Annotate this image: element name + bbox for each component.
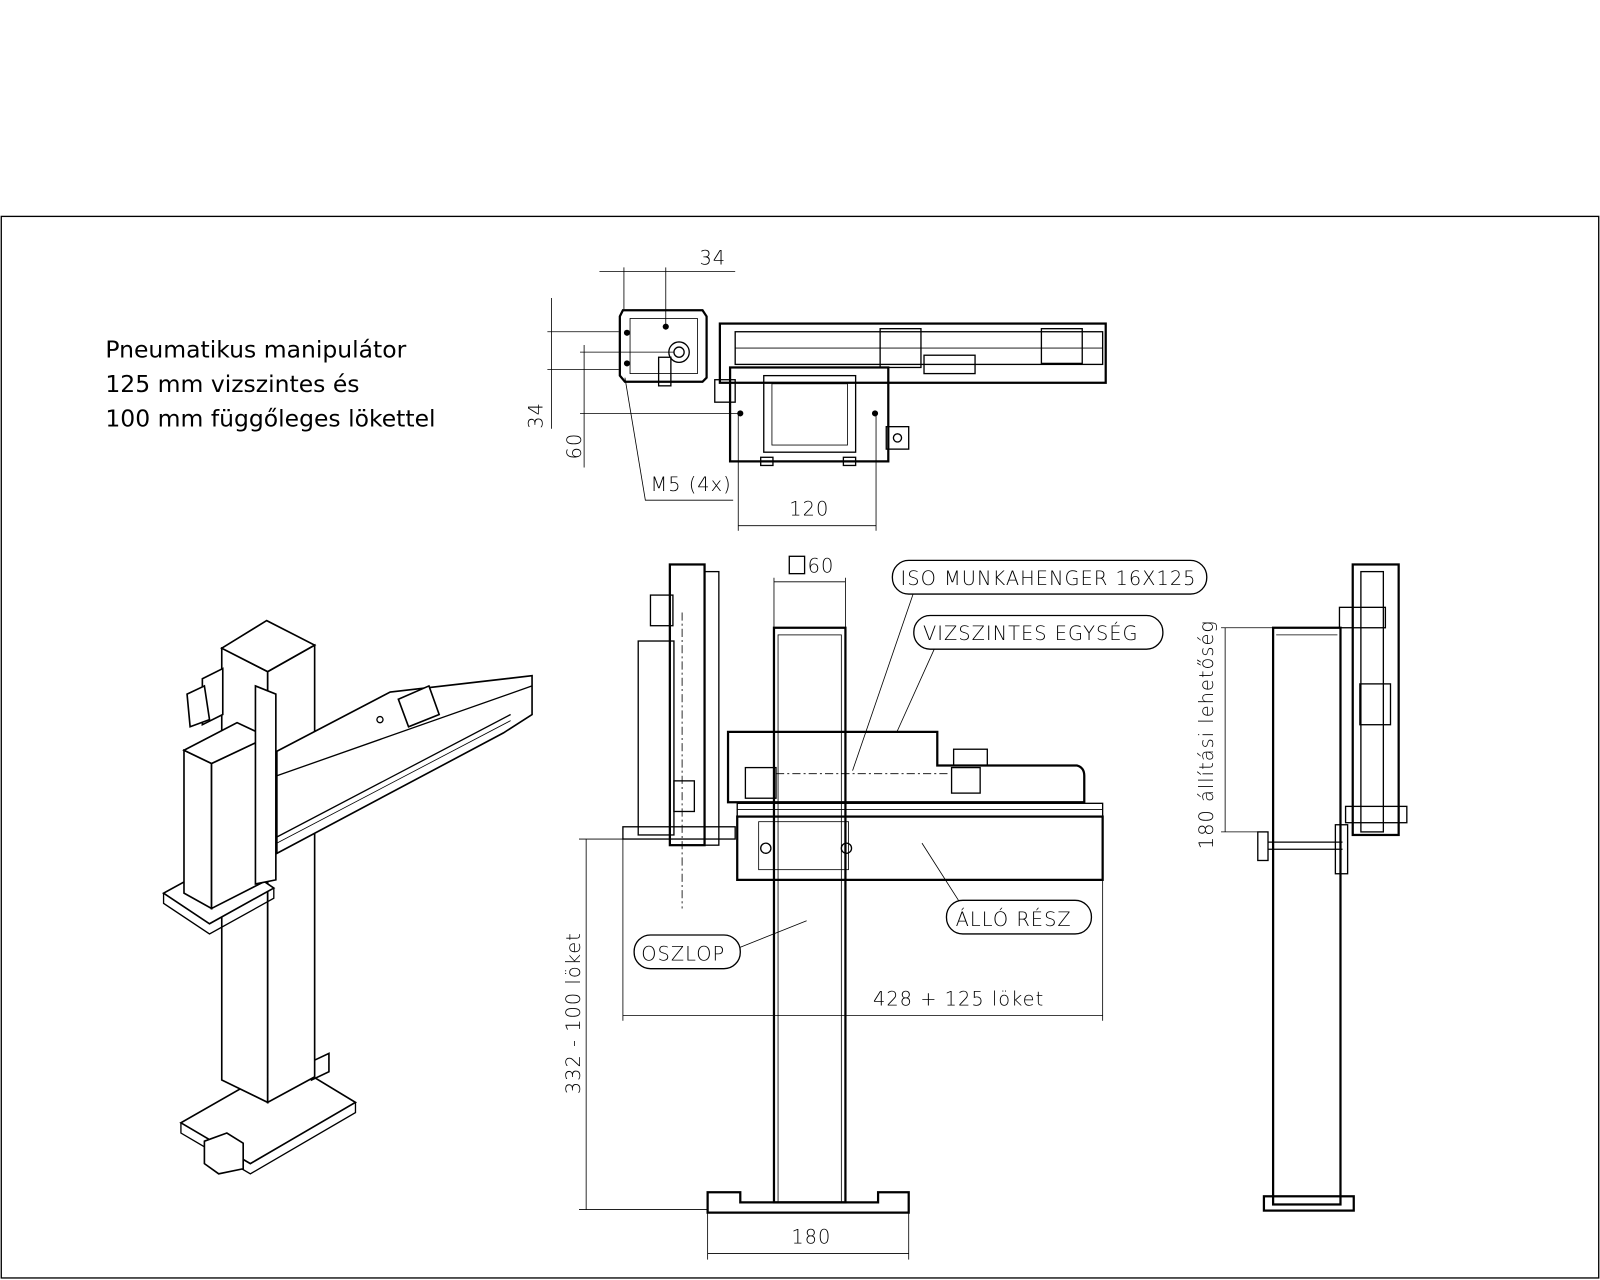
title-line-3: 100 mm függőleges lökettel xyxy=(105,405,435,433)
callout-column: OSZLOP xyxy=(633,920,807,970)
callout-cylinder: ISO MUNKAHENGER 16X125 xyxy=(852,559,1208,771)
title-line-2: 125 mm vizszintes és xyxy=(105,370,359,398)
title-line-1: Pneumatikus manipulátor xyxy=(105,335,406,363)
dim-34-vertical: 34 xyxy=(524,402,547,429)
dim-base: 180 xyxy=(791,1225,831,1248)
dim-120: 120 xyxy=(789,497,829,520)
dim-height: 332 - 100 löket xyxy=(562,932,585,1094)
dim-60: 60 xyxy=(563,433,586,460)
callout-horizontal-unit: VIZSZINTES EGYSÉG xyxy=(896,614,1164,734)
top-view: 34 34 60 M5 (4x) 120 xyxy=(524,246,1107,531)
callout-fixed-part: ÁLLÓ RÉSZ xyxy=(921,842,1093,935)
svg-text:ISO MUNKAHENGER 16X125: ISO MUNKAHENGER 16X125 xyxy=(901,567,1197,590)
dim-width: 428 + 125 löket xyxy=(873,987,1044,1010)
dim-34-horizontal: 34 xyxy=(699,246,726,269)
front-view: 60 ISO MUNKAHENGER 16X125 VIZSZINTES EGY… xyxy=(562,555,1208,1260)
thread-note: M5 (4x) xyxy=(650,473,731,496)
side-view: 180 állítási lehetőség xyxy=(1195,563,1408,1212)
dim-adjust: 180 állítási lehetőség xyxy=(1195,620,1218,849)
svg-text:ÁLLÓ RÉSZ: ÁLLÓ RÉSZ xyxy=(956,907,1072,931)
drawing-frame xyxy=(0,215,1600,1279)
drawing-title: Pneumatikus manipulátor 125 mm vizszinte… xyxy=(105,335,435,432)
dim-square-60: 60 xyxy=(773,555,846,628)
svg-text:VIZSZINTES EGYSÉG: VIZSZINTES EGYSÉG xyxy=(923,622,1139,645)
isometric-view xyxy=(161,619,533,1175)
svg-text:OSZLOP: OSZLOP xyxy=(641,943,725,966)
svg-text:60: 60 xyxy=(808,555,835,578)
